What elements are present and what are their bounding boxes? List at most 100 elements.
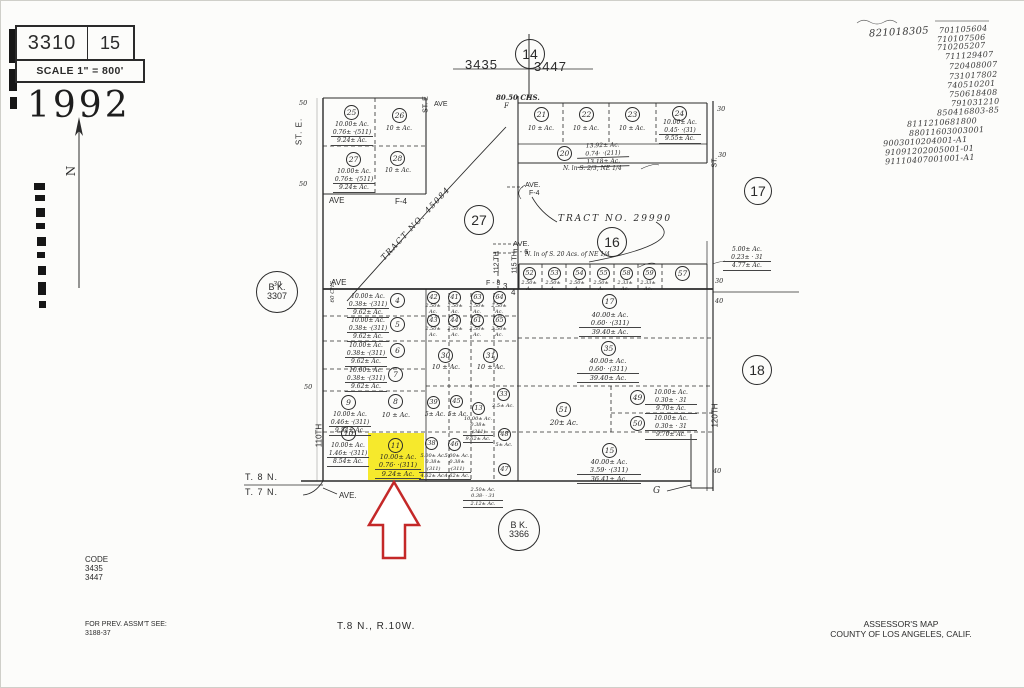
parcel-38-marker: 38 (425, 437, 438, 450)
tract-circle-16: 16 (597, 227, 627, 257)
north-arrowhead (75, 117, 83, 136)
street-120th-label: 120TH (710, 403, 720, 428)
chains-60-label: 60 CHS. (330, 279, 336, 303)
assessor-map-label: ASSESSOR'S MAP (863, 619, 939, 629)
parcel-11-marker: 11 (388, 438, 403, 453)
tick-50: 50 (299, 99, 308, 107)
parcel-58-acreage: 2.33± Ac. (617, 280, 633, 293)
sheet-number-box: 3310 15 (15, 25, 135, 61)
parcel-42-acreage: 2.50± Ac. (425, 303, 441, 316)
parcel-61-acreage: 2.50± Ac. (469, 326, 485, 339)
parcel-21-acreage: 10 ± Ac. (527, 125, 555, 132)
parcel-13-acreage: 10.00± Ac.0.38± ·(311)9.62± Ac. (463, 416, 493, 443)
code-3447: 3447 (85, 573, 103, 582)
ave-label-ne-top: AVE (434, 101, 448, 108)
f6-label: F - 6 (513, 247, 529, 256)
prev-assessment-label: FOR PREV. ASSM'T SEE: (85, 621, 167, 628)
county-label: COUNTY OF LOS ANGELES, CALIF. (830, 629, 972, 639)
parcel-8-acreage: 10 ± Ac. (381, 411, 411, 419)
parcel-30-marker: 30 (438, 348, 453, 363)
parcel-26-acreage: 10 ± Ac. (385, 125, 413, 132)
street-112th-label: 112 TH (493, 251, 501, 274)
ref-3435: 3435 (465, 57, 498, 72)
parcel-13-marker: 13 (472, 402, 485, 415)
parcel-54-marker: 54 (573, 267, 586, 280)
street-st-e-label: ST. E. (294, 117, 304, 146)
parcel-52-acreage: 2.50± A. (521, 280, 537, 293)
tract-circle-27: 27 (464, 205, 494, 235)
parcel-41-marker: 41 (448, 291, 461, 304)
parcel-31-acreage: 10 ± Ac. (476, 363, 506, 371)
code-label: CODE (85, 555, 109, 564)
tick-40: 40 (715, 297, 724, 305)
note-n-s23: N. ln S. 2/3, NE 1/4 (563, 165, 622, 172)
tick-50: 50 (304, 383, 313, 391)
parcel-25-marker: 25 (344, 105, 359, 120)
parcel-35-marker: 35 (601, 341, 616, 356)
parcel-46-marker: 46 (448, 438, 461, 451)
street-115th-label: 115 TH (511, 251, 519, 274)
parcel-10-acreage: 10.00± Ac.1.46± ·(311)8.54± Ac. (327, 442, 369, 467)
township-range-label: T.8 N., R.10W. (337, 621, 416, 632)
ave-main-label: AVE (331, 278, 347, 287)
parcel-15-acreage: 40.00± Ac.3.59· ·(311)36.41± Ac. (577, 458, 641, 485)
parcel-10-marker: 10 (341, 426, 356, 441)
scale-label: SCALE 1" = 800' (36, 65, 124, 77)
parcel-33-acreage: 2.5± Ac. (492, 403, 514, 409)
tick-30: 30 (273, 280, 282, 288)
parcel-30-acreage: 10 ± Ac. (431, 363, 461, 371)
parcel-63-acreage: 2.50± Ac. (469, 303, 485, 316)
parcel-25-acreage: 10.00± Ac.0.76± ·(511)9.24± Ac. (331, 121, 373, 146)
parcel-7-marker: 7 (388, 367, 403, 382)
township-t8n-label: T. 8 N. (245, 472, 279, 482)
tract-29990-label: TRACT NO. 29990 (558, 214, 673, 224)
f4-mid-label: F-4 (529, 190, 540, 197)
parcel-53-marker: 53 (548, 267, 561, 280)
parcel-11-acreage: 10.00± Ac.0.76· ·(311)9.24± Ac. (375, 453, 421, 480)
parcel-17-marker: 17 (602, 294, 617, 309)
book-number: 3310 (27, 31, 77, 54)
parcel-49-marker: 49 (630, 390, 645, 405)
street-st-e-2-label: ST. E (422, 96, 430, 113)
parcel-27-acreage: 10.00± Ac.0.76± ·(511)9.24± Ac. (333, 168, 375, 193)
parcel-20-marker: 20 (557, 146, 572, 161)
parcel-43-acreage: 2.50± Ac. (425, 326, 441, 339)
parcel-41-acreage: 2.50± Ac. (447, 303, 463, 316)
parcel-39-acreage: 5± Ac. (424, 411, 446, 418)
parcel-51-marker: 51 (556, 402, 571, 417)
parcel-7-acreage: 10.00± Ac.0.38± ·(311)9.62± Ac. (345, 367, 387, 392)
note-n-s20: N. ln of S. 20 Acs. of NE 1/4 (525, 251, 610, 258)
parcel-26-marker: 26 (392, 108, 407, 123)
g-street-label: G (653, 486, 661, 496)
parcel-24-marker: 24 (672, 106, 687, 121)
parcel-24-acreage: 10.00± Ac.0.45· ·(31)9.55± Ac. (659, 119, 701, 144)
scan-edge-marks (9, 29, 46, 308)
parcel-31-marker: 31 (483, 348, 498, 363)
parcel-33-marker: 33 (497, 388, 510, 401)
parcel-59-marker: 59 (643, 267, 656, 280)
parcel-28-marker: 28 (390, 151, 405, 166)
ref-3447: 3447 (534, 59, 567, 74)
parcel-47-marker: 47 (498, 463, 511, 476)
parcel-9-marker: 9 (341, 395, 356, 410)
parcel-17-acreage: 40.00± Ac.0.60· ·(311)39.40± Ac. (579, 311, 641, 338)
parcel-20-acreage: 13.92± Ac.0.74· ·(211)13.18± Ac. (576, 141, 630, 168)
sheet-circle-14: 14 (515, 39, 545, 69)
f4-label-nw: F-4 (395, 197, 407, 206)
parcel-4-marker: 4 (390, 293, 405, 308)
code-3435: 3435 (85, 564, 103, 573)
prev-assessment-ref: 3188-37 (85, 630, 111, 637)
parcel-50-marker: 50 (630, 416, 645, 431)
parcel-23-acreage: 10 ± Ac. (618, 125, 646, 132)
township-t7n-label: T. 7 N. (245, 487, 279, 497)
parcel-21-marker: 21 (534, 107, 549, 122)
book-circle-3307: B K.3307 (256, 271, 298, 313)
page-number: 15 (87, 27, 132, 59)
parcel-52-marker: 52 (523, 267, 536, 280)
code-block: CODE 3435 3447 (85, 555, 108, 582)
book-circle-3366: B K.3366 (498, 509, 540, 551)
f-label: F (504, 102, 509, 110)
